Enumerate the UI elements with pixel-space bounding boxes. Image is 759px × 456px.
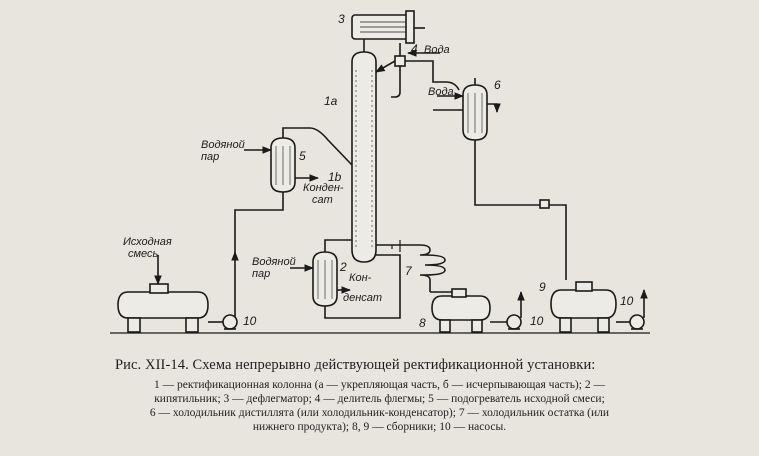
label-steam-5-l2: пар — [201, 151, 220, 163]
label-5: 5 — [299, 149, 306, 163]
label-10-right: 10 — [620, 294, 634, 308]
distillate-cooler — [462, 84, 488, 141]
label-condensate-2-l2: денсат — [343, 292, 383, 304]
figure-legend: 1 — ректификационная колонна (а — укрепл… — [22, 378, 737, 434]
label-feed-l1: Исходная — [123, 236, 172, 248]
label-1b: 1b — [328, 170, 342, 184]
feed-tank — [117, 283, 209, 333]
label-6: 6 — [494, 78, 501, 92]
label-water-top: Вода — [424, 44, 450, 56]
bottoms-cooler — [376, 240, 446, 292]
reboiler-vapor-line — [324, 239, 352, 252]
label-condensate-5-l1: Конден- — [303, 182, 344, 194]
legend-line: 1 — ректификационная колонна (а — укрепл… — [154, 379, 605, 391]
reboiler — [312, 251, 338, 307]
legend-line: 6 — холодильник дистиллята (или холодиль… — [149, 407, 610, 419]
reboiler-return-line — [324, 254, 401, 319]
label-steam-2-l1: Водяной — [252, 256, 296, 268]
process-flow-diagram — [110, 10, 650, 334]
distillate-collector — [550, 281, 617, 333]
heated-feed-line — [282, 127, 353, 166]
label-water-6: Вода — [428, 86, 454, 98]
feed-heater — [270, 137, 296, 193]
label-10-left: 10 — [243, 314, 257, 328]
reflux-divider — [375, 43, 406, 98]
figure-caption-title: Рис. XII-14. Схема непрерывно действующе… — [115, 357, 596, 373]
label-4: 4 — [411, 42, 418, 56]
legend-line: кипятильник; 3 — дефлегматор; 4 — делите… — [154, 393, 605, 405]
label-10-middle: 10 — [530, 314, 544, 328]
bottoms-collector — [431, 288, 491, 333]
rectification-column — [351, 51, 377, 263]
label-1a: 1а — [324, 94, 338, 108]
dephlegmator — [351, 10, 415, 44]
label-condensate-2-l1: Кон- — [349, 272, 372, 284]
pump-middle — [506, 314, 522, 330]
label-7: 7 — [405, 264, 412, 278]
distillate-to-collector — [474, 140, 567, 280]
distillate-line — [405, 60, 460, 91]
sight-glass — [539, 199, 550, 209]
label-steam-2-l2: пар — [252, 268, 271, 280]
label-2: 2 — [340, 260, 347, 274]
label-steam-5-l1: Водяной — [201, 139, 245, 151]
label-3: 3 — [338, 12, 345, 26]
label-condensate-5-l2: сат — [312, 194, 333, 206]
label-feed-l2: смесь — [128, 248, 159, 260]
legend-line: нижнего продукта); 8, 9 — сборники; 10 —… — [252, 421, 507, 433]
pump-right — [629, 314, 645, 330]
water-outlet-6 — [487, 103, 501, 113]
label-9: 9 — [539, 280, 546, 294]
feed-line-vertical — [234, 192, 284, 322]
pump-left — [222, 314, 238, 330]
label-8: 8 — [419, 316, 426, 330]
